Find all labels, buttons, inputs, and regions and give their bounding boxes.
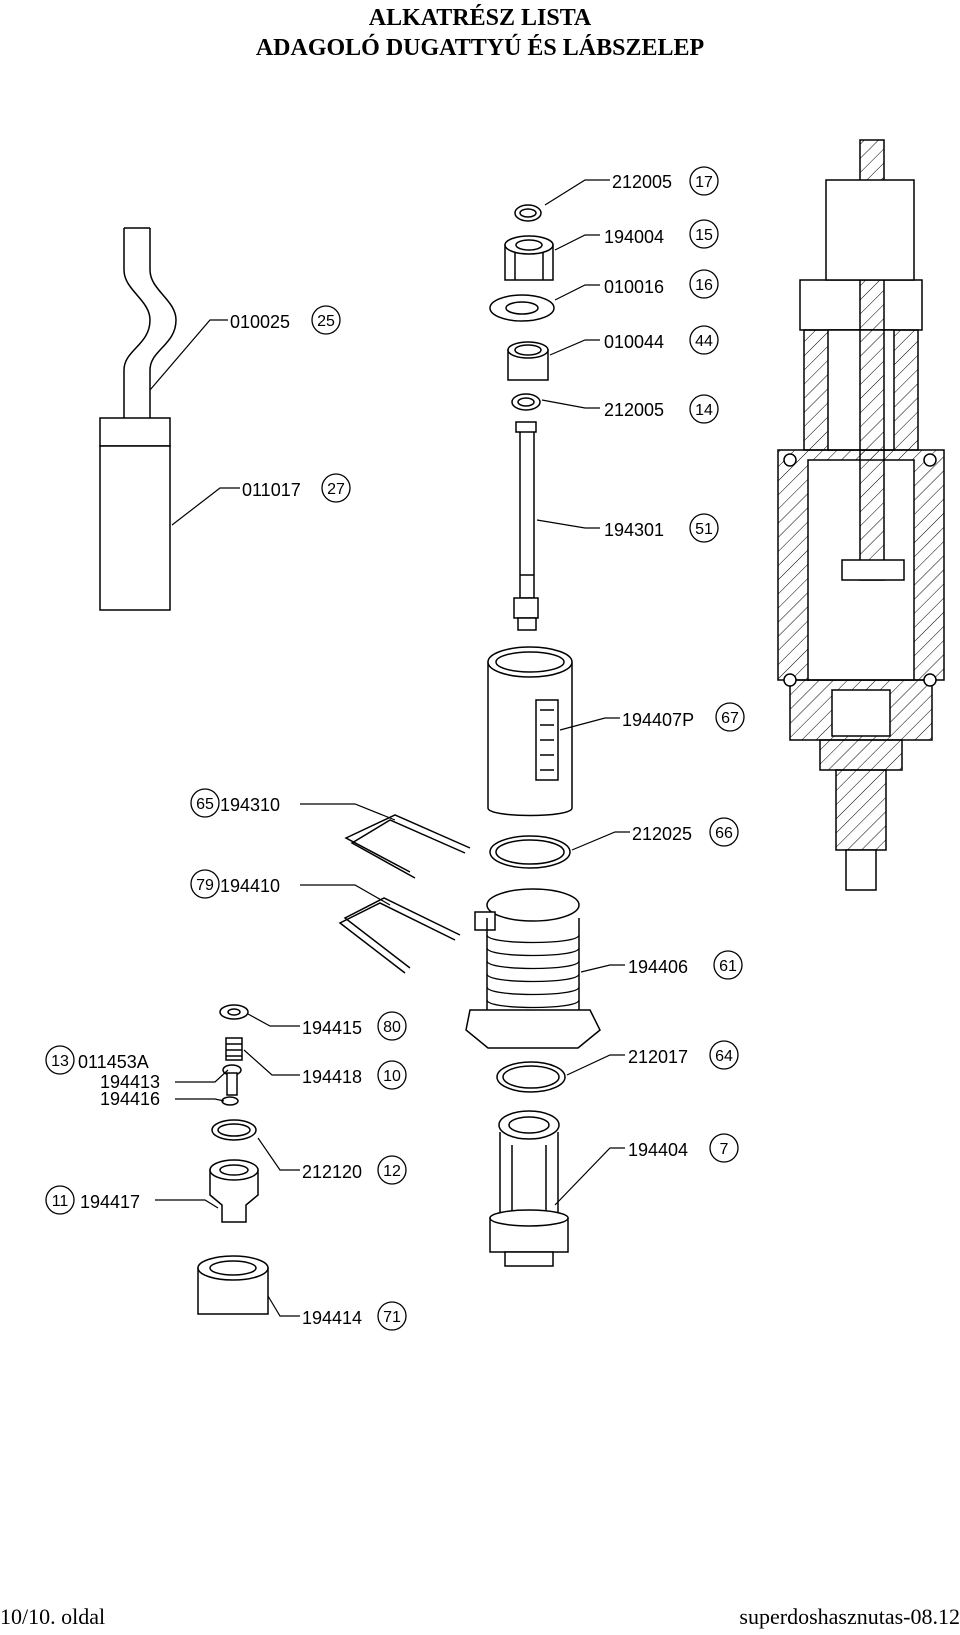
callout-194417: 11 194417 <box>45 1185 140 1215</box>
svg-text:212005: 212005 <box>612 172 672 192</box>
callout-011017: 011017 27 <box>242 473 351 503</box>
page-number: 10/10. oldal <box>0 1604 106 1629</box>
svg-text:51: 51 <box>695 521 713 538</box>
svg-text:194415: 194415 <box>302 1018 362 1038</box>
svg-text:67: 67 <box>721 710 739 727</box>
callout-194410: 79 194410 <box>190 869 280 899</box>
svg-text:194416: 194416 <box>100 1089 160 1109</box>
svg-text:212025: 212025 <box>632 824 692 844</box>
callout-212120: 212120 12 <box>302 1155 407 1185</box>
svg-text:16: 16 <box>695 277 713 294</box>
document-code: superdoshasznutas-08.12 <box>739 1604 960 1629</box>
svg-text:194404: 194404 <box>628 1140 688 1160</box>
callout-011453A: 13 011453A <box>45 1045 149 1075</box>
svg-text:64: 64 <box>715 1048 733 1065</box>
svg-text:194418: 194418 <box>302 1067 362 1087</box>
svg-text:011453A: 011453A <box>78 1052 149 1072</box>
svg-text:212005: 212005 <box>604 400 664 420</box>
piston-stack-drawing <box>465 204 601 1267</box>
svg-text:194407P: 194407P <box>622 710 694 730</box>
svg-text:11: 11 <box>52 1193 69 1210</box>
leader-lines <box>149 179 630 1317</box>
svg-text:79: 79 <box>196 877 214 894</box>
svg-text:011017: 011017 <box>242 480 301 500</box>
callout-010025: 010025 25 <box>230 305 341 335</box>
cross-section-assembly-drawing <box>777 139 945 891</box>
svg-text:66: 66 <box>715 825 733 842</box>
callout-212017: 212017 64 <box>628 1040 739 1070</box>
svg-text:194004: 194004 <box>604 227 664 247</box>
callout-194415: 194415 80 <box>302 1011 407 1041</box>
svg-text:194406: 194406 <box>628 957 688 977</box>
svg-text:25: 25 <box>317 313 335 330</box>
callout-194413: 194413 <box>100 1072 160 1092</box>
svg-text:010025: 010025 <box>230 312 290 332</box>
svg-text:65: 65 <box>196 796 214 813</box>
svg-text:61: 61 <box>719 958 737 975</box>
svg-text:10: 10 <box>383 1068 401 1085</box>
page-title: ALKATRÉSZ LISTA <box>368 5 592 31</box>
callout-010016: 010016 16 <box>604 269 719 299</box>
svg-text:194417: 194417 <box>80 1192 140 1212</box>
svg-text:010016: 010016 <box>604 277 664 297</box>
svg-text:212120: 212120 <box>302 1162 362 1182</box>
svg-text:194410: 194410 <box>220 876 280 896</box>
callout-010044: 010044 44 <box>604 325 719 355</box>
svg-text:212017: 212017 <box>628 1047 688 1067</box>
svg-text:14: 14 <box>695 402 713 419</box>
svg-text:12: 12 <box>383 1163 401 1180</box>
callout-194404-body: 194404 7 <box>628 1133 739 1163</box>
callout-194407P: 194407P 67 <box>622 702 745 732</box>
wire-clips-drawing <box>338 814 471 974</box>
svg-text:80: 80 <box>383 1019 401 1036</box>
valve-parts-drawing <box>197 1004 269 1315</box>
page-subtitle: ADAGOLÓ DUGATTYÚ ÉS LÁBSZELEP <box>255 35 705 61</box>
svg-text:010044: 010044 <box>604 332 664 352</box>
callout-212005-top: 212005 17 <box>612 166 719 196</box>
callout-194406: 194406 61 <box>628 950 743 980</box>
svg-text:7: 7 <box>720 1141 729 1158</box>
svg-text:15: 15 <box>695 227 713 244</box>
callout-194004: 194004 15 <box>604 219 719 249</box>
svg-text:71: 71 <box>383 1309 401 1326</box>
callout-194418: 194418 10 <box>302 1060 407 1090</box>
suction-tube-drawing <box>123 227 177 418</box>
callout-194414: 194414 71 <box>302 1301 407 1331</box>
callout-194416: 194416 <box>100 1089 160 1109</box>
svg-text:194301: 194301 <box>604 520 664 540</box>
svg-text:13: 13 <box>51 1053 69 1070</box>
svg-text:194310: 194310 <box>220 795 280 815</box>
foot-weight-drawing <box>99 417 171 611</box>
svg-text:27: 27 <box>327 481 345 498</box>
svg-text:17: 17 <box>695 174 713 191</box>
callout-194310: 65 194310 <box>190 788 280 818</box>
svg-text:44: 44 <box>695 333 713 350</box>
bellows-ribs <box>486 934 580 1009</box>
svg-text:194414: 194414 <box>302 1308 362 1328</box>
svg-text:194413: 194413 <box>100 1072 160 1092</box>
callout-194301: 194301 51 <box>604 513 719 543</box>
callout-212025: 212025 66 <box>632 817 739 847</box>
callout-212005-lower: 212005 14 <box>604 394 719 424</box>
